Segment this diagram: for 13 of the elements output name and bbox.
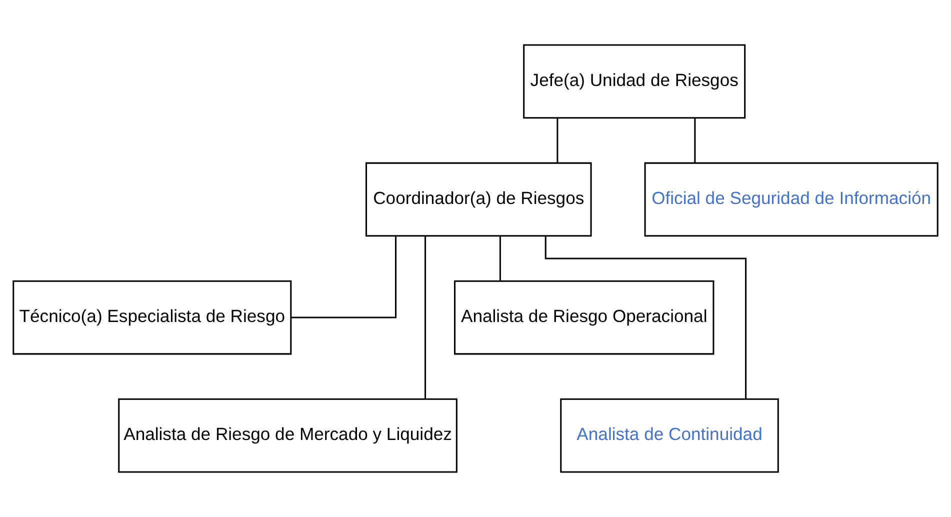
connector xyxy=(544,236,747,399)
connector xyxy=(499,236,501,281)
node-box: Analista de Riesgo de Mercado y Liquidez xyxy=(118,398,458,473)
node-box: Jefe(a) Unidad de Riesgos xyxy=(523,44,746,119)
node-box: Analista de Riesgo Operacional xyxy=(454,280,714,355)
node-box: Coordinador(a) de Riesgos xyxy=(366,162,592,237)
connector xyxy=(694,118,696,163)
connector xyxy=(291,236,397,318)
node-box: Oficial de Seguridad de Información xyxy=(644,162,938,237)
node-box: Analista de Continuidad xyxy=(560,398,779,473)
connector xyxy=(424,236,426,399)
node-box: Técnico(a) Especialista de Riesgo xyxy=(12,280,292,355)
connector xyxy=(556,118,558,163)
